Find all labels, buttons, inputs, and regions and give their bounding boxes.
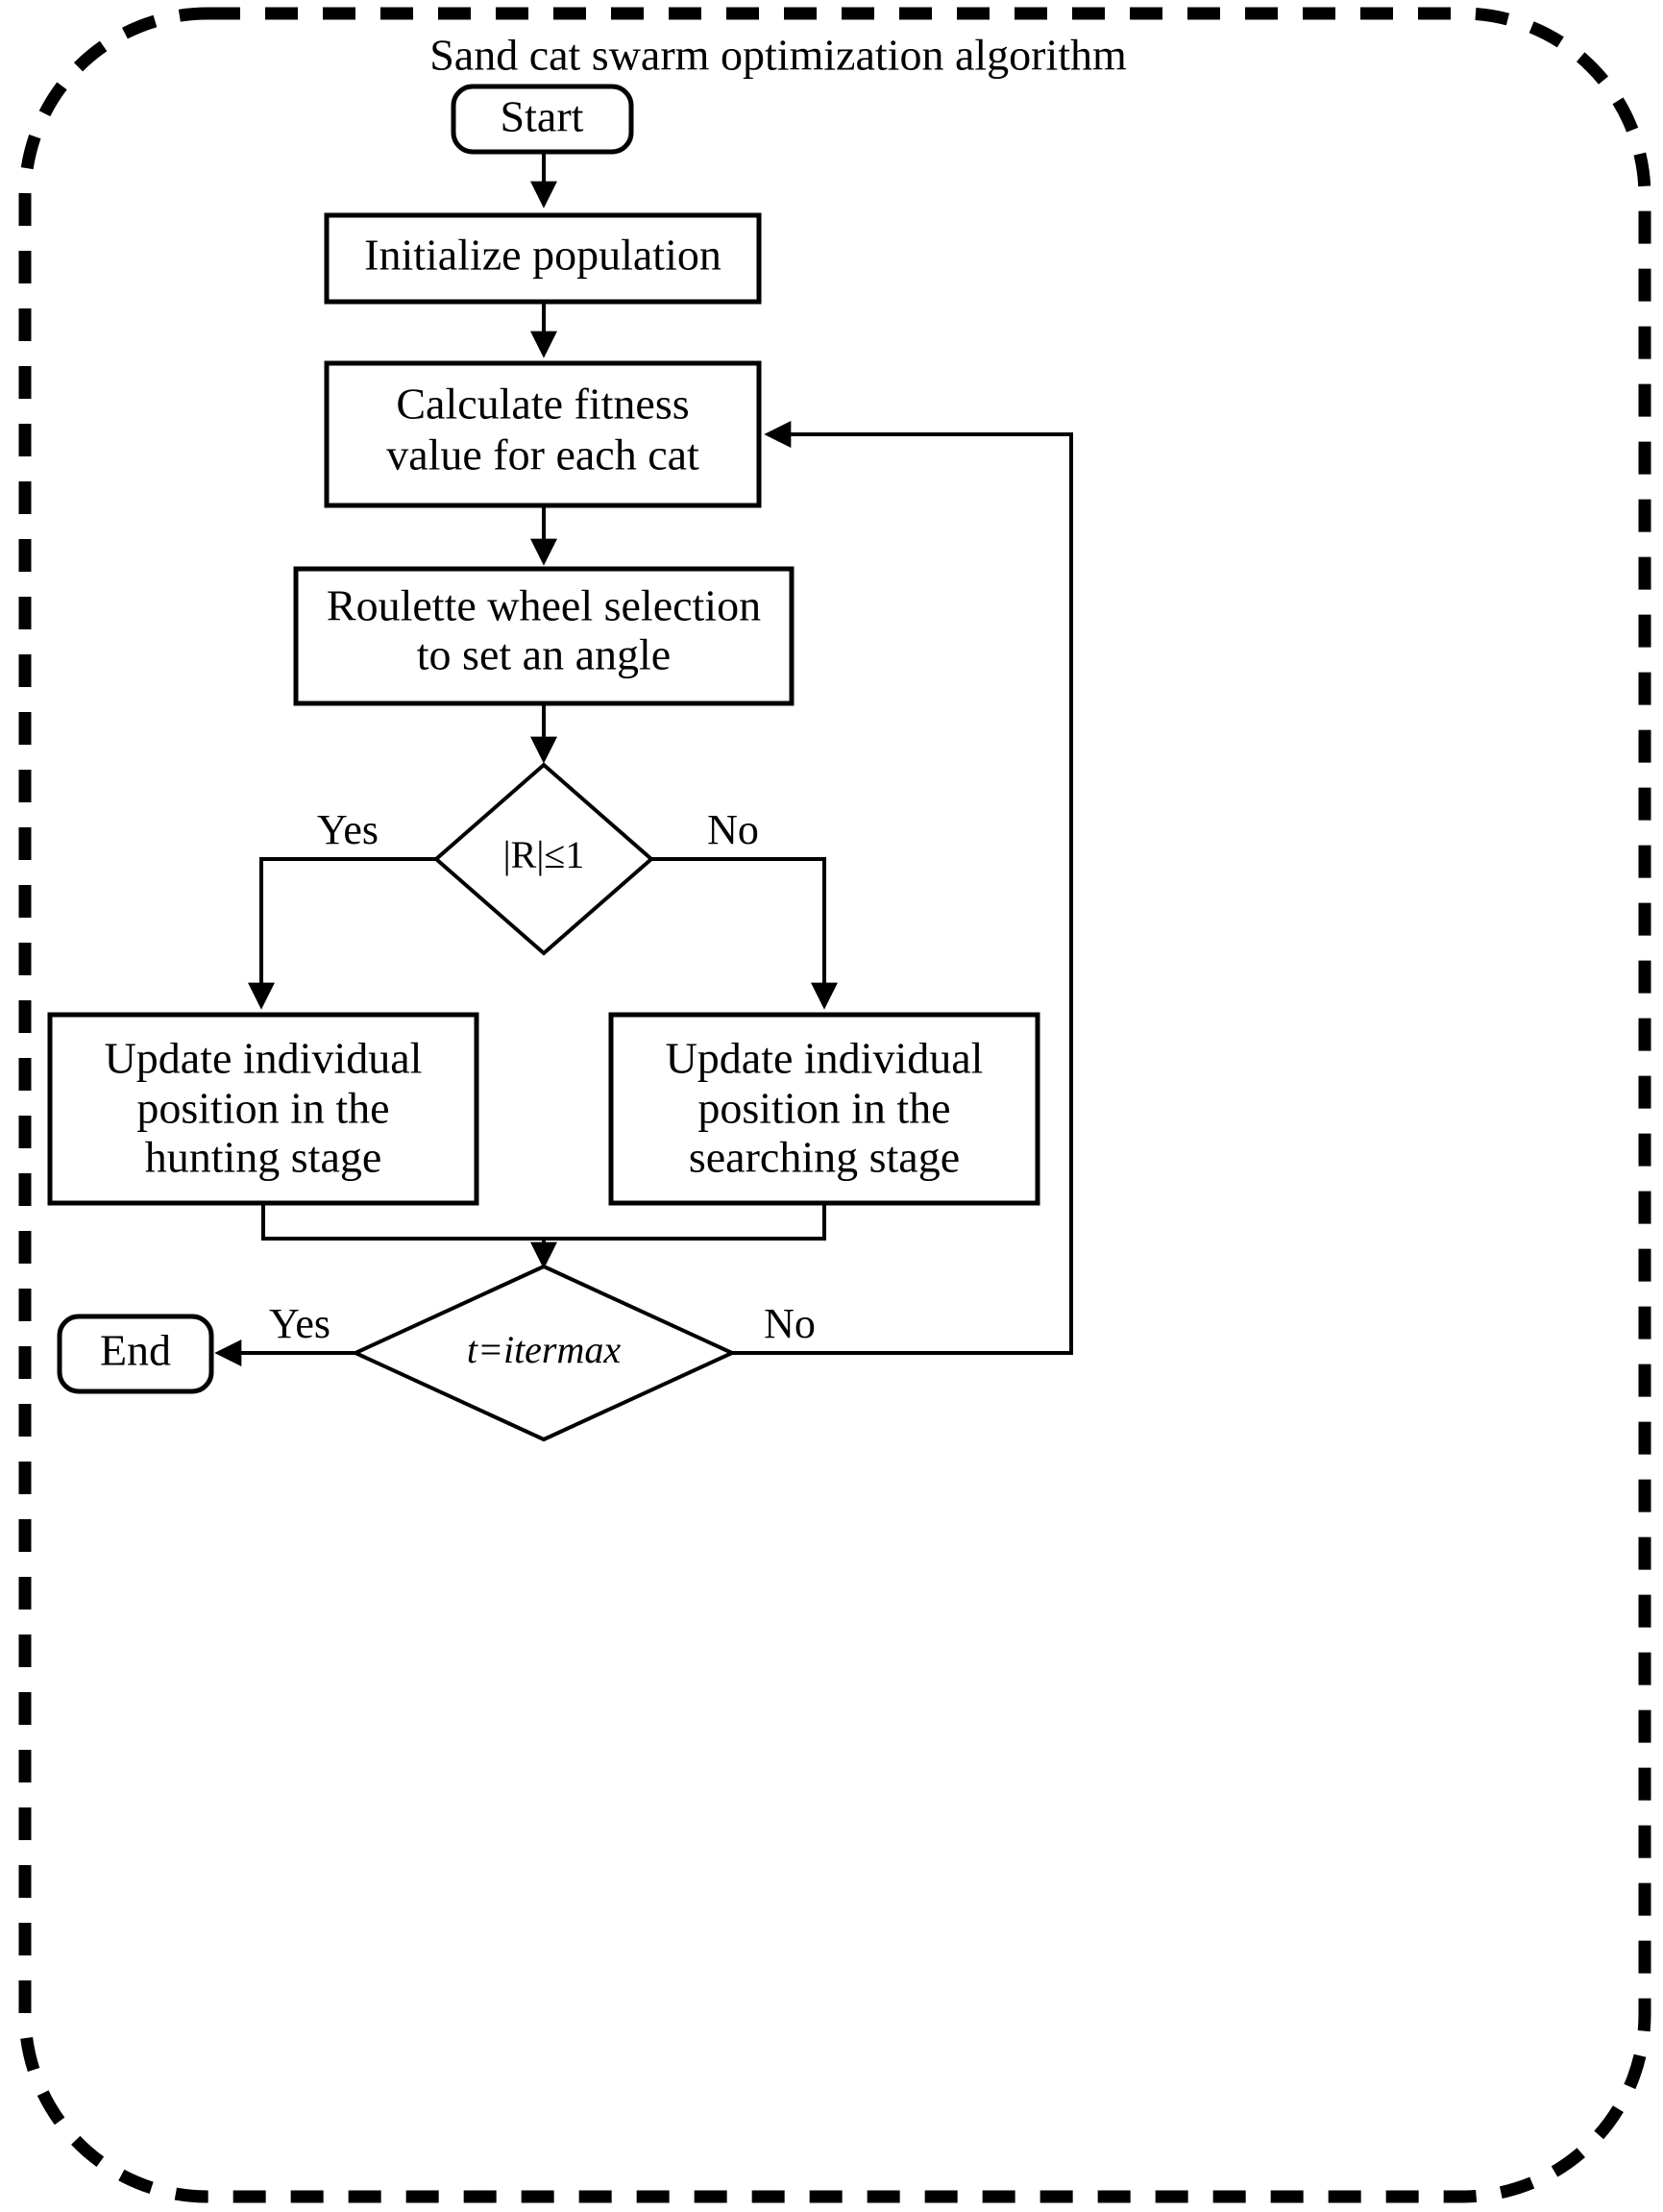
node-decision1-label: |R|≤1 (503, 833, 585, 876)
algorithm-boundary (18, 7, 1651, 2203)
node-hunting-label-line1: Update individual (105, 1034, 423, 1083)
edge-decision2-no-feedback (732, 421, 1073, 1355)
node-hunting-label-line2: position in the (136, 1084, 389, 1133)
node-searching-label-line3: searching stage (689, 1133, 960, 1182)
node-start-label: Start (501, 92, 584, 141)
node-searching-label-line2: position in the (697, 1084, 950, 1133)
diagram-title: Sand cat swarm optimization algorithm (429, 31, 1127, 80)
node-roulette-shape (293, 566, 795, 706)
node-roulette-label-line2: to set an angle (417, 630, 671, 679)
node-fitness-shape (324, 360, 762, 508)
edge-hunting-merge (261, 1203, 544, 1241)
node-hunting-label-line3: hunting stage (145, 1133, 382, 1182)
node-fitness-label-line1: Calculate fitness (396, 380, 689, 429)
node-fitness-label-line2: value for each cat (386, 430, 699, 479)
edge-decision1-yes (248, 857, 436, 1010)
node-decision1-shape (432, 762, 655, 956)
edge-label-decision2-yes: Yes (269, 1300, 330, 1347)
edge-label-decision1-yes: Yes (317, 806, 379, 853)
edge-label-decision2-no: No (764, 1300, 816, 1347)
node-end-label: End (100, 1326, 171, 1375)
node-end-shape (57, 1314, 214, 1394)
node-init-shape (324, 212, 762, 305)
node-searching-shape (608, 1012, 1040, 1206)
node-decision2-shape (351, 1264, 737, 1442)
node-roulette-label-line1: Roulette wheel selection (327, 581, 761, 630)
node-decision2-label: t=itermax (467, 1328, 622, 1371)
edge-label-decision1-no: No (707, 806, 759, 853)
edge-searching-merge (544, 1203, 826, 1241)
node-searching-label-line1: Update individual (666, 1034, 984, 1083)
edge-decision1-no (651, 857, 838, 1010)
node-init-label: Initialize population (364, 231, 721, 280)
node-hunting-shape (47, 1012, 479, 1206)
